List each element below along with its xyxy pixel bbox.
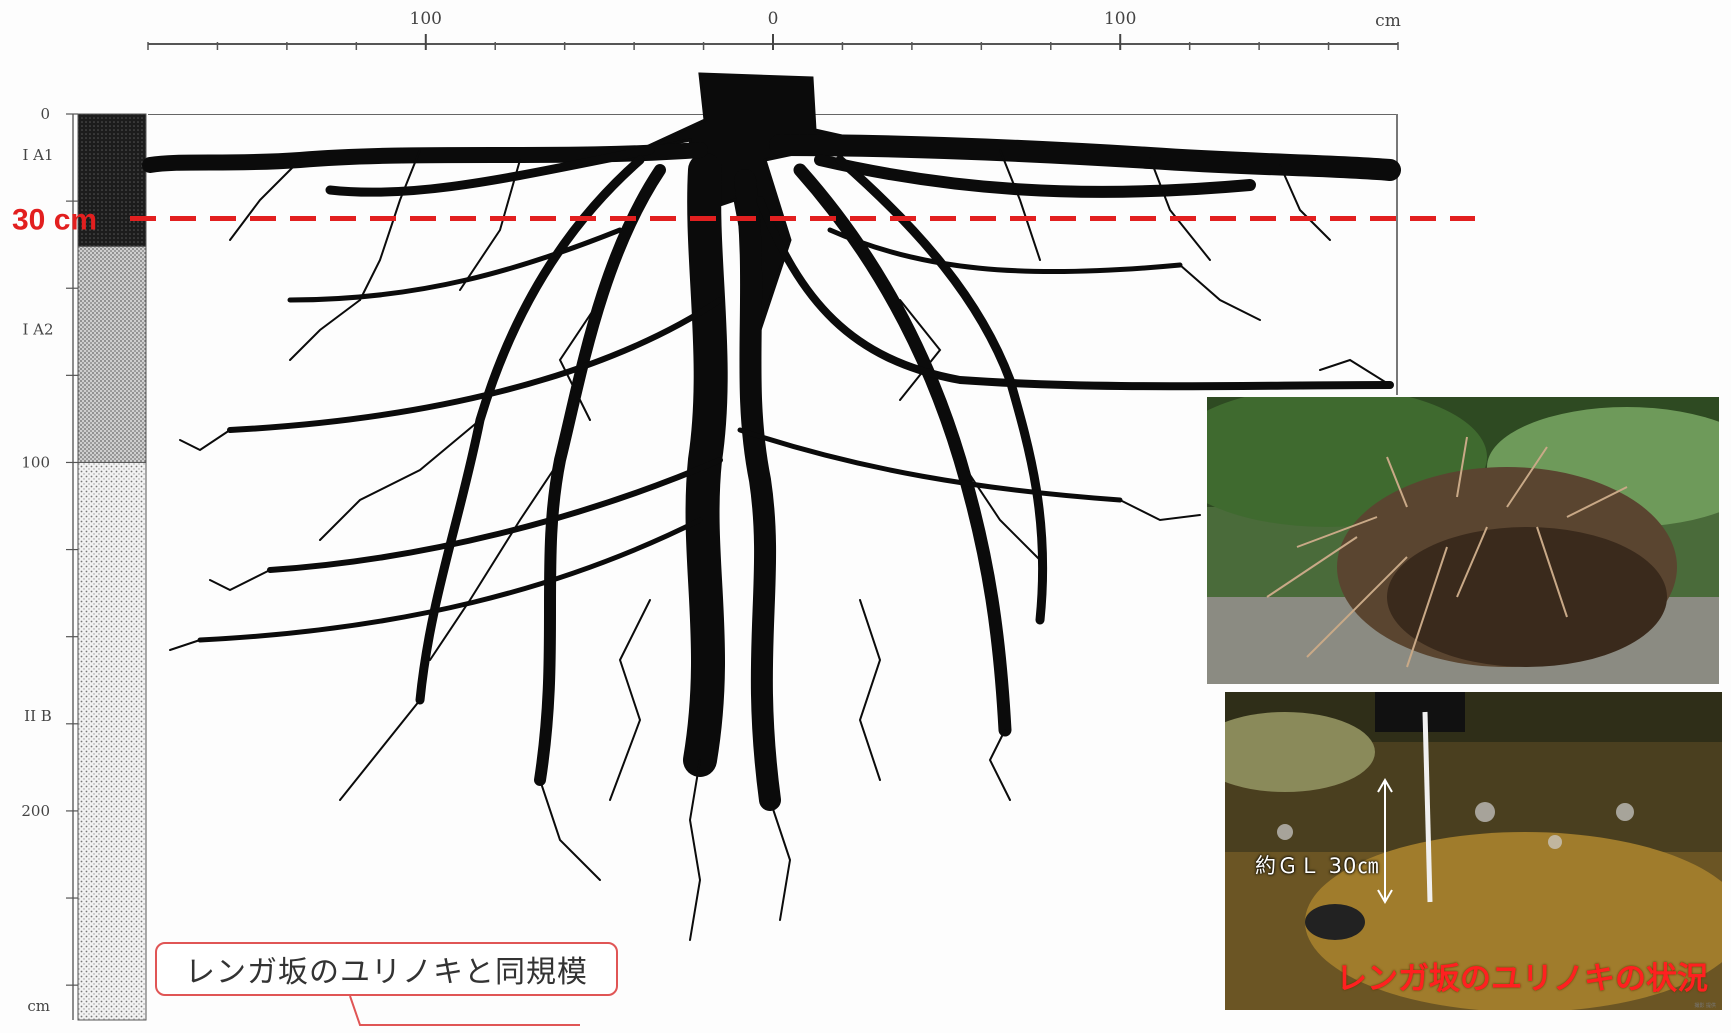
soil-pit-photo: 約ＧＬ 30㎝ レンガ坂のユリノキの状況 撮影 提供 xyxy=(1225,692,1722,1010)
top-distance-axis: 100 0 100 cm xyxy=(148,9,1401,50)
top-axis-unit-label: cm xyxy=(1375,11,1401,31)
long-lateral-root-right-2 xyxy=(740,430,1120,500)
soil-horizon-ia2 xyxy=(78,246,146,462)
callout-text: レンガ坂のユリノキと同規模 xyxy=(185,947,588,991)
uprooted-tree-image xyxy=(1207,397,1719,684)
photo-credit: 撮影 提供 xyxy=(1694,1002,1716,1009)
tree-root-illustration xyxy=(150,74,1390,940)
depth-annotation: 約ＧＬ 30㎝ xyxy=(1255,850,1379,880)
top-axis-tick-label: 100 xyxy=(410,9,442,29)
long-lateral-root-left-2 xyxy=(270,460,720,570)
oblique-root-1 xyxy=(540,170,660,780)
uprooted-tree-photo xyxy=(1207,397,1719,684)
horizon-label: II B xyxy=(24,707,52,725)
lateral-root-right-3 xyxy=(830,230,1180,272)
depth-axis-tick-label: 200 xyxy=(21,802,50,820)
depth-axis-tick-label: 0 xyxy=(40,105,50,123)
depth-axis: 0 100 200 cm xyxy=(21,105,78,1020)
long-lateral-root-left-1 xyxy=(230,300,720,430)
depth-30cm-label: 30 cm xyxy=(12,204,97,237)
depth-axis-tick-label: cm xyxy=(27,997,50,1015)
oblique-root-2 xyxy=(420,160,640,700)
depth-axis-tick-label: 100 xyxy=(21,453,50,471)
horizon-label: I A2 xyxy=(22,320,53,338)
top-axis-tick-label: 100 xyxy=(1104,9,1136,29)
soil-horizon-iib xyxy=(78,462,146,1020)
comparison-callout: レンガ坂のユリノキと同規模 xyxy=(155,942,618,996)
soil-horizon-column: I A1 I A2 II B xyxy=(22,114,146,1020)
photo-caption: レンガ坂のユリノキの状況 xyxy=(1336,953,1708,998)
top-axis-tick-label: 0 xyxy=(768,9,779,29)
horizon-label: I A1 xyxy=(22,146,53,164)
callout-pointer xyxy=(350,996,580,1025)
